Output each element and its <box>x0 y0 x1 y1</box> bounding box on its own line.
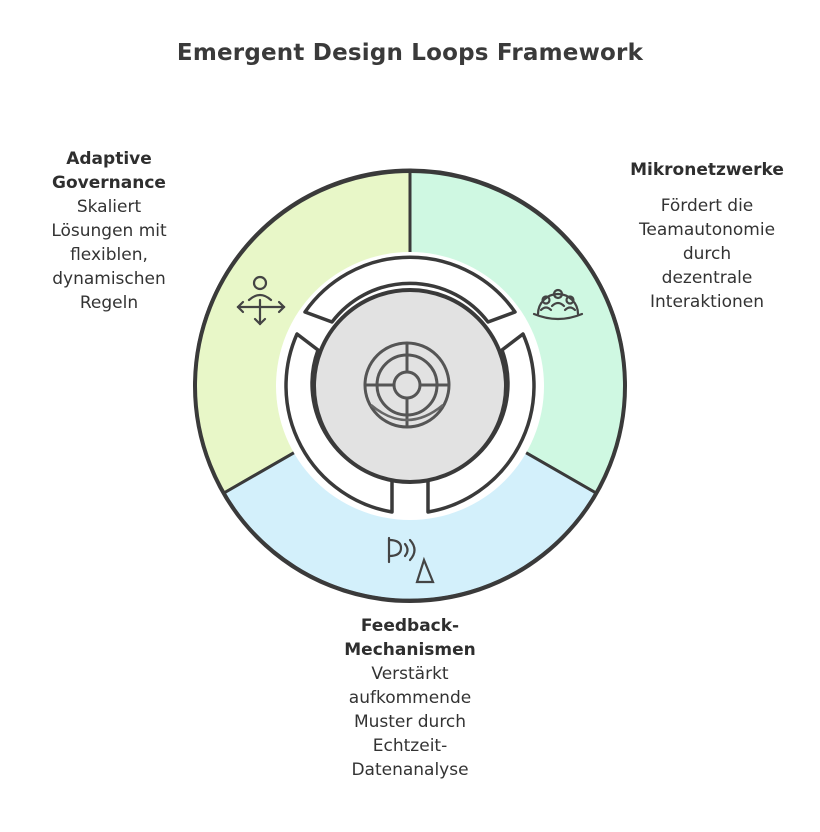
segment-description: Verstärkt aufkommende Muster durch Echtz… <box>348 664 472 780</box>
inner-arc-top <box>303 255 517 324</box>
segment-heading: Adaptive Governance <box>52 149 166 193</box>
segment-label-feedback-mechanismen: Feedback-Mechanismen Verstärkt aufkommen… <box>318 614 502 782</box>
governance-person-arrows-icon <box>236 275 286 326</box>
segment-description: Skaliert Lösungen mit flexiblen, dynamis… <box>51 197 167 313</box>
team-group-icon <box>532 288 584 321</box>
segment-label-adaptive-governance: Adaptive Governance Skaliert Lösungen mi… <box>24 147 194 315</box>
outer-ring-outline <box>193 169 627 603</box>
center-circle <box>312 288 508 484</box>
signal-sensor-icon <box>387 536 435 584</box>
segment-label-mikronetzwerke: Mikronetzwerke Fördert die Teamautonomie… <box>612 158 802 314</box>
diagram-title: Emergent Design Loops Framework <box>176 40 644 66</box>
segment-heading: Mikronetzwerke <box>630 160 784 180</box>
segment-heading: Feedback-Mechanismen <box>344 616 476 660</box>
loop-target-icon <box>363 341 451 429</box>
segment-description: Fördert die Teamautonomie durch dezentra… <box>638 196 776 312</box>
